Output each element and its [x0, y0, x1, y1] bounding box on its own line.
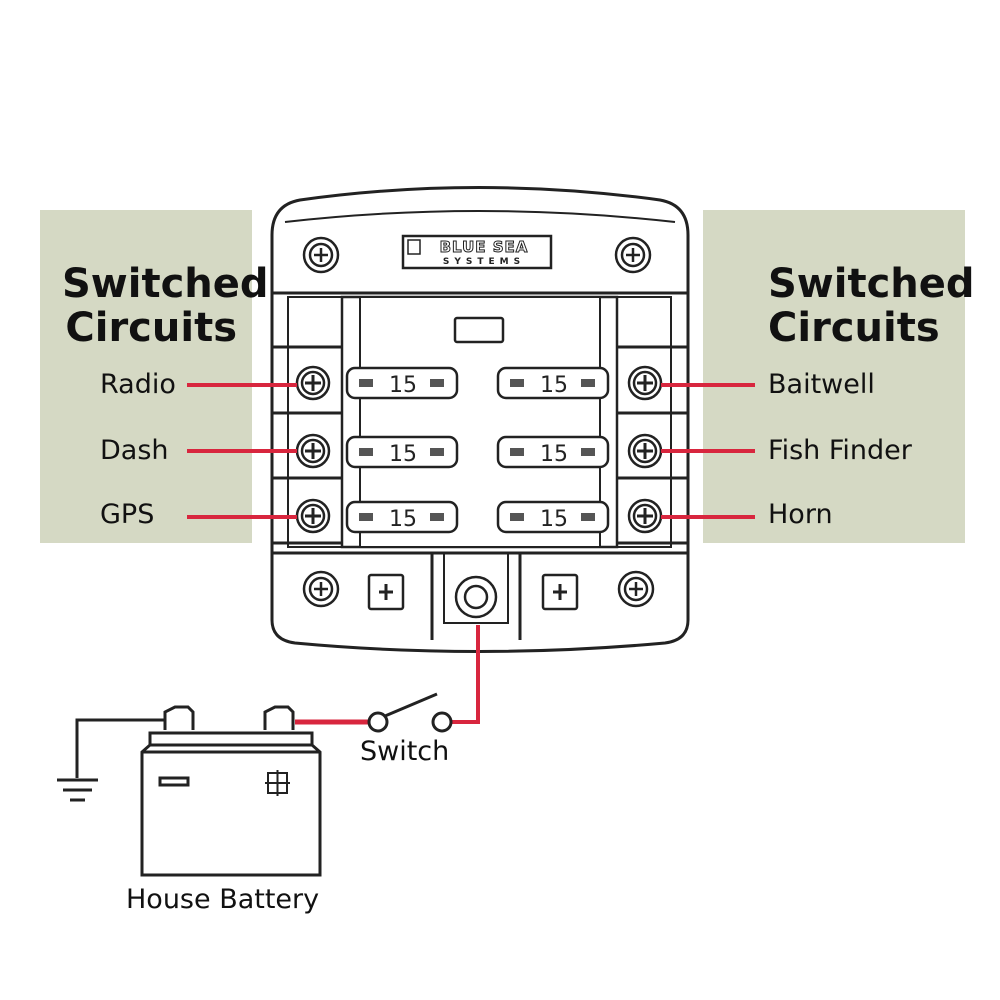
battery-label: House Battery [126, 884, 320, 915]
plus-marker-right [541, 573, 579, 611]
switch-symbol [367, 692, 453, 733]
fuse-rating: 15 [389, 442, 417, 467]
fuse-right-3: 15 [496, 500, 610, 534]
positive-stud [454, 575, 498, 619]
brand-plate: BLUE SEA SYSTEMS [401, 234, 553, 270]
circuit-label-baitwell: Baitwell [768, 369, 875, 400]
fuse-rating: 15 [389, 507, 417, 532]
fuse-left-2: 15 [345, 435, 459, 469]
left-panel-title: Switched Circuits [62, 261, 269, 351]
circuit-label-dash: Dash [100, 435, 169, 466]
wire-feed [451, 625, 480, 724]
fuse-rating: 15 [540, 507, 568, 532]
screw-top-right [614, 236, 652, 274]
right-panel-title: Switched Circuits [768, 262, 975, 350]
plus-marker-left [367, 573, 405, 611]
terminal-screw-fish-finder [627, 433, 663, 469]
terminal-screw-horn [627, 498, 663, 534]
circuit-label-gps: GPS [100, 499, 155, 530]
screw-top-left [302, 236, 340, 274]
circuit-wires [187, 383, 755, 725]
negative-terminal-icon [158, 776, 190, 787]
circuit-label-radio: Radio [100, 369, 176, 400]
right-title-line2: Circuits [768, 305, 940, 351]
right-circuits-panel [703, 210, 965, 543]
positive-markers [367, 573, 579, 611]
left-title-line2: Circuits [65, 305, 237, 351]
terminal-screw-dash [295, 433, 331, 469]
fuse-rating: 15 [389, 373, 417, 398]
fuse-left-1: 15 [345, 366, 459, 400]
battery [140, 705, 322, 877]
right-title-line1: Switched [768, 261, 975, 307]
switch-label: Switch [360, 736, 450, 767]
terminal-screw-baitwell [627, 365, 663, 401]
screw-bottom-right [617, 570, 655, 608]
left-circuits-panel [40, 210, 252, 543]
brand-subname: SYSTEMS [443, 257, 525, 267]
screw-bottom-left [302, 570, 340, 608]
fuse-right-1: 15 [496, 366, 610, 400]
circuit-label-fish-finder: Fish Finder [768, 435, 912, 466]
mounting-screws [302, 236, 655, 608]
circuit-label-horn: Horn [768, 499, 833, 530]
fuse-rating: 15 [540, 442, 568, 467]
terminal-screws-left [295, 365, 331, 534]
fuse-rating: 15 [540, 373, 568, 398]
left-title-line1: Switched [62, 261, 269, 307]
terminal-screw-gps [295, 498, 331, 534]
fuses: 15 15 15 15 15 15 [345, 366, 610, 534]
fuse-right-2: 15 [496, 435, 610, 469]
terminal-screw-radio [295, 365, 331, 401]
brand-name: BLUE SEA [440, 238, 529, 256]
positive-terminal-icon [265, 770, 290, 796]
ground-symbol [57, 718, 170, 802]
fuse-left-3: 15 [345, 500, 459, 534]
terminal-screws-right [627, 365, 663, 534]
